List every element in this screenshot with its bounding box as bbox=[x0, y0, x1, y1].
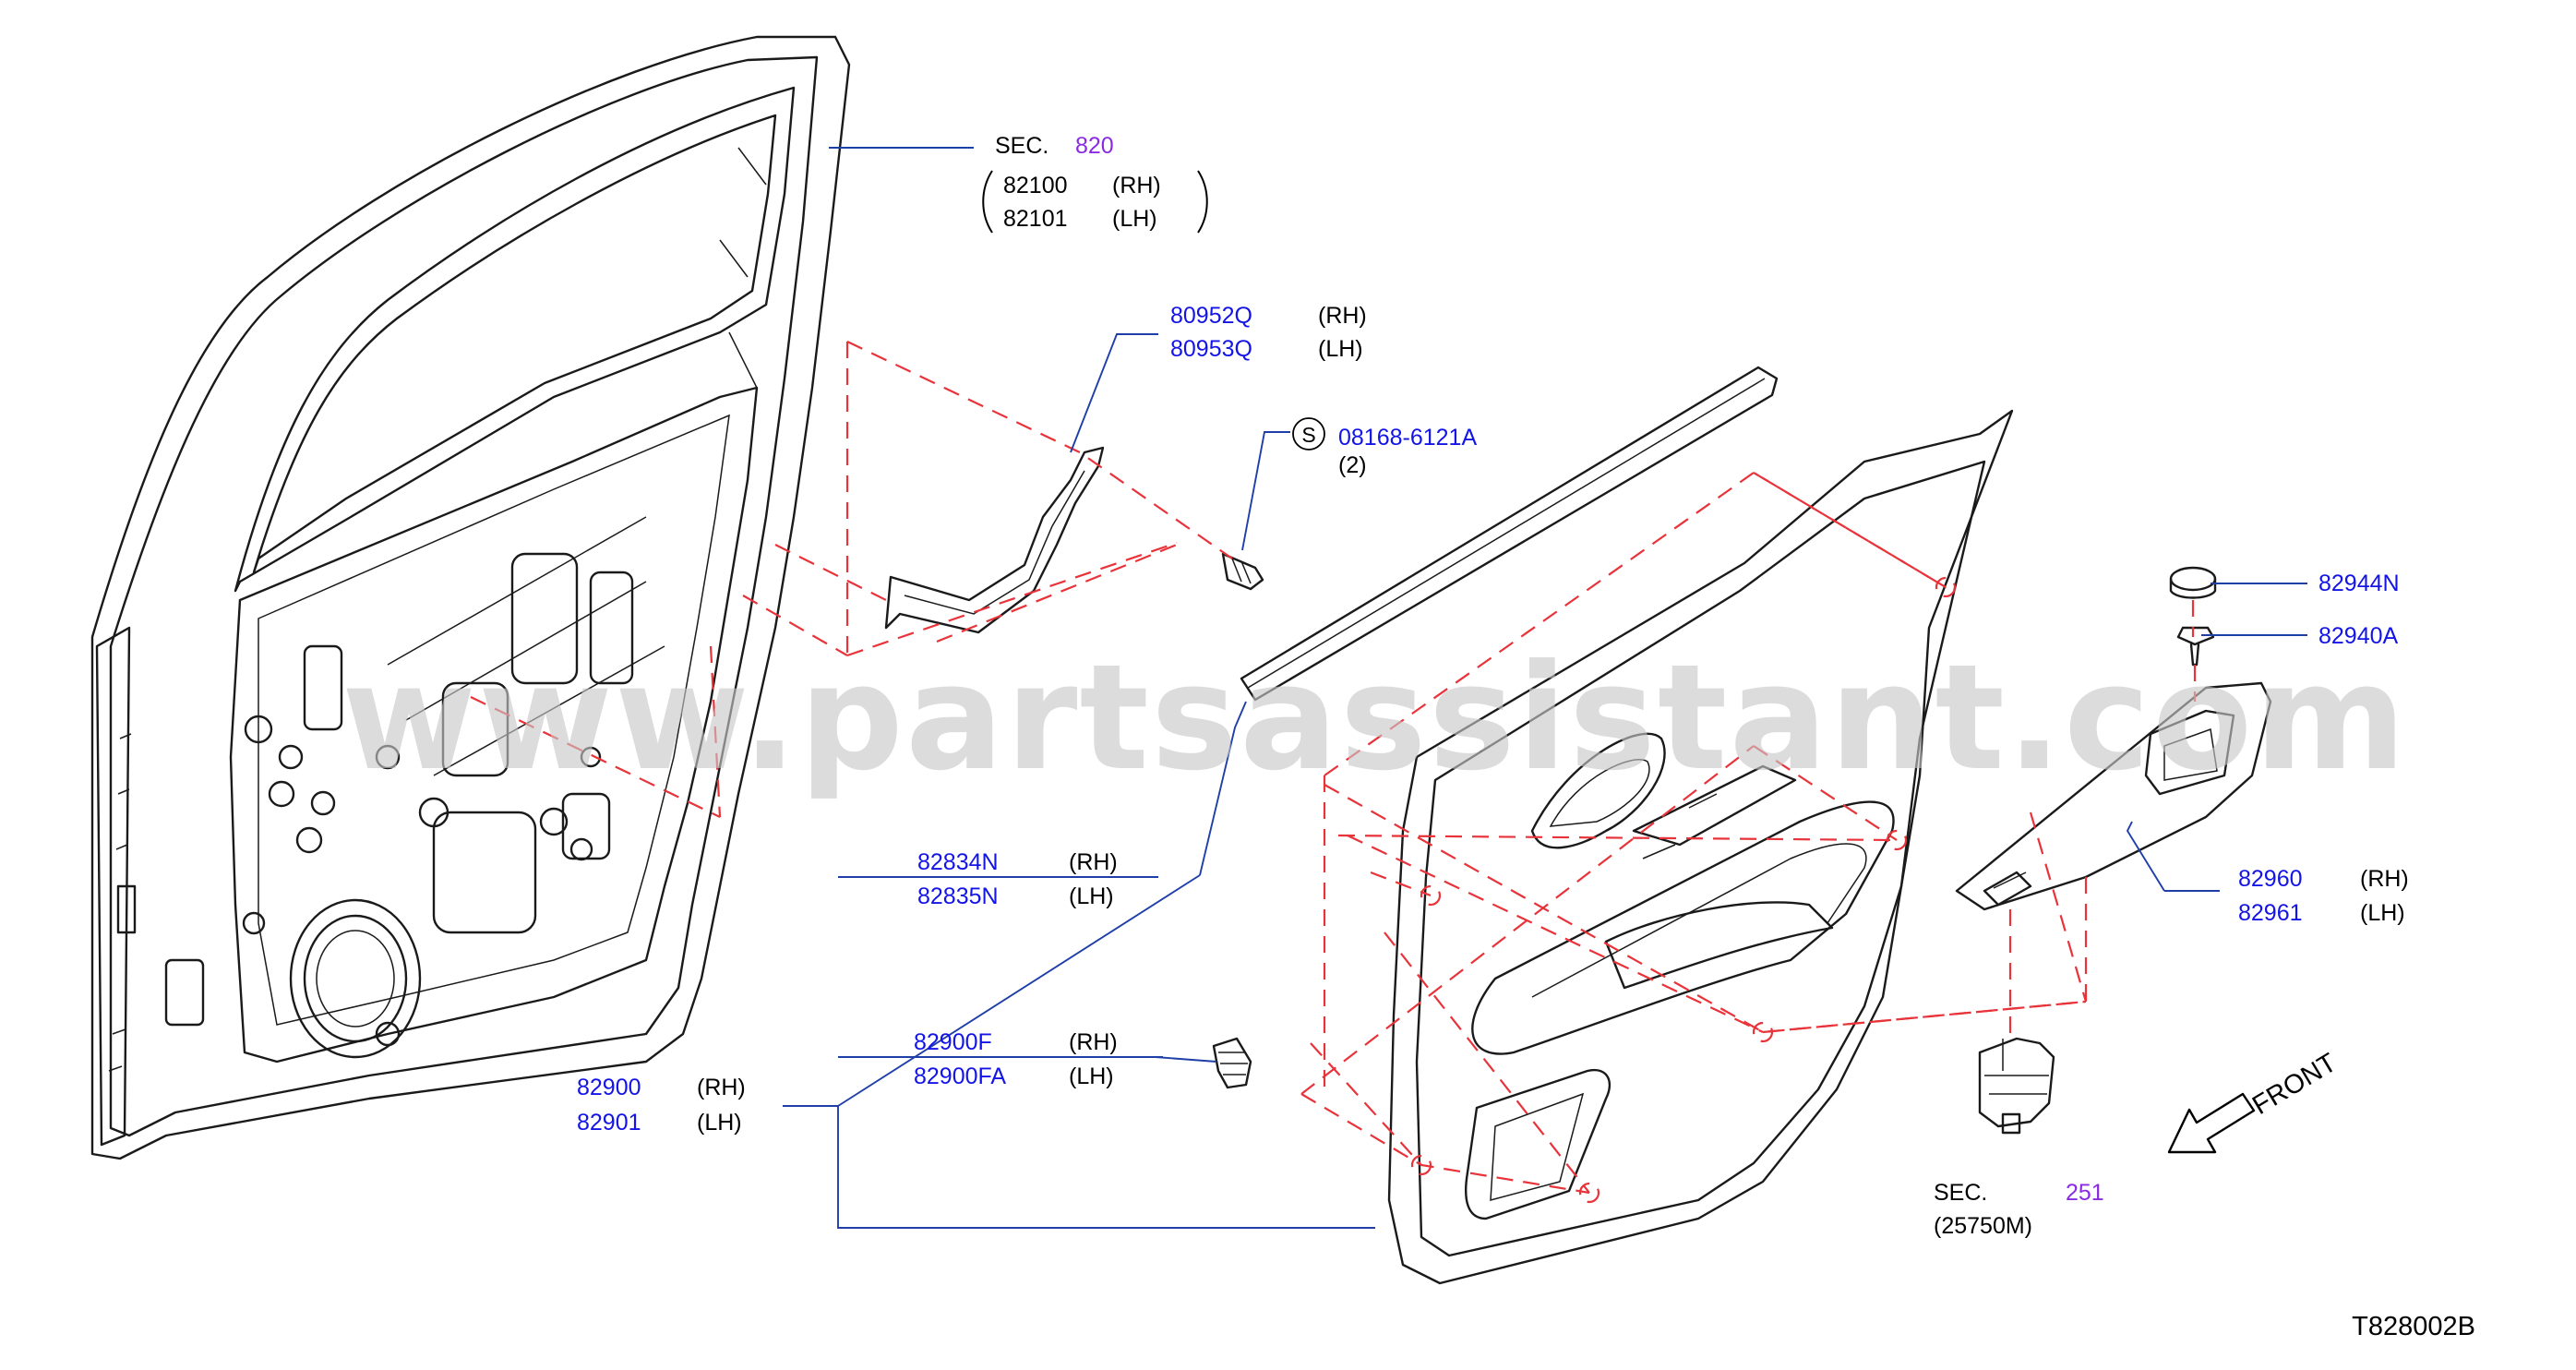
finisher-rh-code[interactable]: 82900 bbox=[577, 1075, 641, 1100]
screw-qty: (2) bbox=[1338, 452, 1367, 478]
finisher-lh-side: (LH) bbox=[697, 1110, 742, 1136]
clip-cap[interactable] bbox=[2169, 566, 2217, 599]
clip-rh-side: (RH) bbox=[1069, 1029, 1118, 1055]
weatherstrip-rh-code[interactable]: 82834N bbox=[917, 849, 999, 875]
armrest-rh-side: (RH) bbox=[2360, 866, 2409, 892]
callout-finisher[interactable]: 82900 (RH) 82901 (LH) bbox=[577, 1075, 746, 1136]
finisher-lh-code[interactable]: 82901 bbox=[577, 1110, 641, 1136]
callout-weatherstrip[interactable]: 82834N (RH) 82835N (LH) bbox=[917, 849, 1118, 909]
bracket-lh-side: (LH) bbox=[1318, 336, 1363, 362]
bracket-rh-side: (RH) bbox=[1318, 303, 1367, 329]
door-clip[interactable] bbox=[1212, 1037, 1252, 1089]
door-bracket[interactable] bbox=[884, 446, 1105, 634]
armrest-lh-code[interactable]: 82961 bbox=[2238, 900, 2303, 926]
door-inner-panel[interactable] bbox=[90, 35, 851, 1160]
weatherstrip[interactable] bbox=[1240, 366, 1779, 702]
left-paren-icon bbox=[982, 170, 993, 234]
door-panel-rh-side: (RH) bbox=[1112, 173, 1161, 198]
clip-cap-code[interactable]: 82944N bbox=[2318, 571, 2400, 596]
armrest-rh-code[interactable]: 82960 bbox=[2238, 866, 2303, 892]
callout-clip-cap[interactable]: 82944N bbox=[2318, 571, 2400, 596]
assembly-guide-lines bbox=[470, 341, 2197, 1195]
bracket-lh-code[interactable]: 80953Q bbox=[1170, 336, 1252, 362]
screw[interactable] bbox=[1221, 552, 1264, 591]
sec820-ref[interactable]: 820 bbox=[1075, 133, 1114, 159]
callout-bracket[interactable]: 80952Q (RH) 80953Q (LH) bbox=[1170, 303, 1367, 362]
clip-rh-code[interactable]: 82900F bbox=[914, 1029, 992, 1055]
armrest-finisher[interactable] bbox=[1955, 681, 2272, 911]
callout-screw[interactable]: S 08168-6121A (2) bbox=[1292, 417, 1477, 478]
finisher-rh-side: (RH) bbox=[697, 1075, 746, 1100]
watermark-text: www.partsassistant.com bbox=[341, 633, 2408, 803]
clip-lh-code[interactable]: 82900FA bbox=[914, 1064, 1006, 1089]
right-paren-icon bbox=[1197, 170, 1208, 234]
screw-code[interactable]: 08168-6121A bbox=[1338, 425, 1477, 451]
sec251-ref[interactable]: 251 bbox=[2066, 1180, 2104, 1206]
weatherstrip-lh-side: (LH) bbox=[1069, 883, 1114, 909]
front-label: FRONT bbox=[2247, 1048, 2342, 1121]
callout-sec251[interactable]: SEC. 251 (25750M) bbox=[1934, 1180, 2104, 1239]
door-panel-lh-side: (LH) bbox=[1112, 206, 1157, 232]
armrest-lh-side: (LH) bbox=[2360, 900, 2405, 926]
sec820-prefix: SEC. bbox=[995, 133, 1048, 159]
door-finisher[interactable] bbox=[1387, 409, 2014, 1285]
leader-lines bbox=[783, 147, 2307, 1229]
door-panel-rh-code: 82100 bbox=[1003, 173, 1068, 198]
callout-sec820[interactable]: SEC. 820 82100 (RH) 82101 (LH) bbox=[982, 133, 1208, 234]
door-panel-lh-code: 82101 bbox=[1003, 206, 1068, 232]
weatherstrip-rh-side: (RH) bbox=[1069, 849, 1118, 875]
clip-screw-code[interactable]: 82940A bbox=[2318, 623, 2399, 649]
sec251-prefix: SEC. bbox=[1934, 1180, 1987, 1206]
weatherstrip-lh-code[interactable]: 82835N bbox=[917, 883, 999, 909]
front-arrow-icon bbox=[2167, 1092, 2256, 1154]
screw-symbol-letter: S bbox=[1301, 423, 1315, 447]
callout-clip-screw[interactable]: 82940A bbox=[2318, 623, 2399, 649]
sec251-sub: (25750M) bbox=[1934, 1213, 2032, 1239]
front-indicator: FRONT bbox=[2167, 1048, 2342, 1154]
callout-clip[interactable]: 82900F (RH) 82900FA (LH) bbox=[914, 1029, 1118, 1089]
bracket-rh-code[interactable]: 80952Q bbox=[1170, 303, 1252, 329]
diagram-code: T828002B bbox=[2352, 1312, 2475, 1341]
window-switch[interactable] bbox=[1978, 1037, 2055, 1135]
callout-armrest[interactable]: 82960 (RH) 82961 (LH) bbox=[2238, 866, 2409, 926]
screw-symbol-icon bbox=[1292, 417, 1325, 451]
clip-lh-side: (LH) bbox=[1069, 1064, 1114, 1089]
